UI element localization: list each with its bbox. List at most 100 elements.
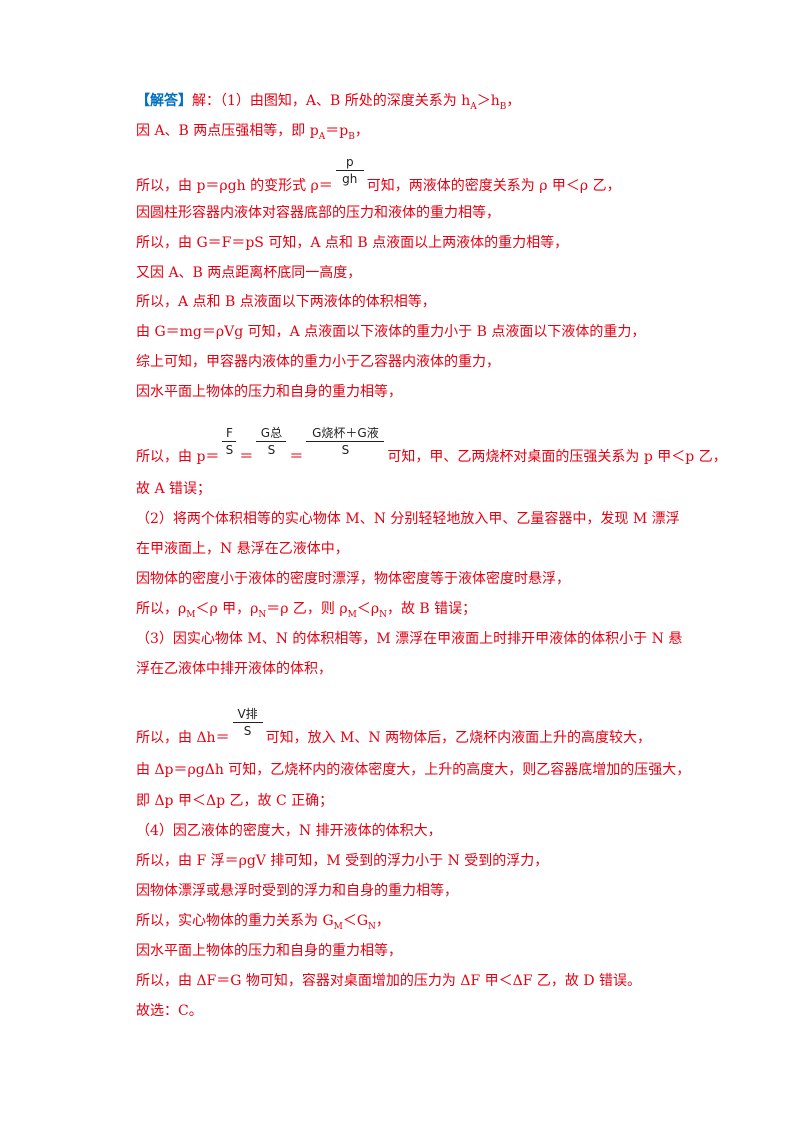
formula-fraction: V排 S: [232, 707, 263, 742]
line-text: 所以，由 ΔF＝G 物可知，容器对桌面增加的压力为 ΔF 甲＜ΔF 乙，故 D …: [136, 973, 642, 989]
line-text: 所以，由 F 浮＝ρgV 排可知，M 受到的浮力小于 N 受到的浮力，: [136, 853, 549, 869]
subscript: A: [470, 101, 477, 112]
answer-line-25: 所以，实心物体的重力关系为 GM＜GN，: [136, 913, 390, 932]
line-text: 所以，ρ: [136, 601, 187, 617]
subscript: N: [368, 921, 376, 932]
fraction-bar: [256, 441, 287, 442]
answer-line-10: 因水平面上物体的压力和自身的重力相等，: [136, 384, 402, 400]
line-text: 所以，由 G＝F＝pS 可知，A 点和 B 点液面以上两液体的重力相等，: [136, 235, 569, 251]
fraction-denominator: S: [243, 724, 252, 738]
line-text: ，: [354, 123, 369, 139]
fraction-numerator: F: [225, 426, 233, 440]
line-text: 即 Δp 甲＜Δp 乙，故 C 正确；: [136, 793, 334, 809]
line-text: ＝ρ 乙，则 ρ: [266, 601, 348, 617]
subscript: M: [186, 609, 196, 620]
line-text: 所以，A 点和 B 点液面以下两液体的体积相等，: [136, 294, 436, 310]
answer-line-8: 由 G＝mg＝ρVg 可知，A 点液面以下液体的重力小于 B 点液面以下液体的重…: [136, 324, 645, 340]
line-text: 因水平面上物体的压力和自身的重力相等，: [136, 943, 402, 959]
subscript: N: [258, 609, 267, 620]
fraction-bar: [335, 170, 364, 171]
answer-line-20: 由 Δp＝ρgΔh 可知，乙烧杯内的液体密度大，上升的高度大，则乙容器底增加的压…: [136, 762, 690, 778]
answer-line-28: 故选：C。: [136, 1003, 203, 1019]
line-text: ，: [375, 913, 390, 929]
line-text: （3）因实心物体 M、N 的体积相等，M 漂浮在甲液面上时排开甲液体的体积小于 …: [136, 631, 683, 647]
answer-line-12: 故 A 错误；: [136, 481, 211, 497]
line-text: （2）将两个体积相等的实心物体 M、N 分别轻轻地放入甲、乙量容器中，发现 M …: [136, 511, 680, 527]
line-text: 在甲液面上，N 悬浮在乙液体中，: [136, 541, 349, 557]
line-text: （4）因乙液体的密度大，N 排开液体的体积大，: [136, 823, 442, 839]
subscript: B: [499, 101, 507, 112]
line-text: 解：（1）由图知，A、B 所处的深度关系为 h: [192, 93, 471, 109]
answer-line-19: 所以，由 Δh＝ V排 S 可知，放入 M、N 两物体后，乙烧杯内液面上升的高度较大，: [136, 707, 652, 746]
subscript: N: [379, 609, 387, 620]
formula-fraction: p gh: [335, 155, 364, 190]
line-text: 因圆柱形容器内液体对容器底部的压力和液体的重力相等，: [136, 205, 500, 221]
line-text: 由 Δp＝ρgΔh 可知，乙烧杯内的液体密度大，上升的高度大，则乙容器底增加的压…: [136, 762, 691, 778]
line-text: 可知，甲、乙两烧杯对桌面的压强关系为 p 甲＜p 乙，: [387, 449, 727, 465]
answer-line-27: 所以，由 ΔF＝G 物可知，容器对桌面增加的压力为 ΔF 甲＜ΔF 乙，故 D …: [136, 973, 641, 989]
fraction-numerator: p: [345, 155, 354, 169]
formula-fraction: G烧杯＋G液 S: [306, 426, 385, 461]
line-text: 所以，由 p＝: [136, 449, 220, 465]
fraction-bar: [306, 441, 385, 442]
line-text: 由 G＝mg＝ρVg 可知，A 点液面以下液体的重力小于 B 点液面以下液体的重…: [136, 324, 646, 340]
subscript: M: [347, 609, 357, 620]
line-text: ＝: [239, 449, 254, 465]
line-text: 综上可知，甲容器内液体的重力小于乙容器内液体的重力，: [136, 354, 500, 370]
line-text: ＜G: [342, 913, 369, 929]
subscript: B: [348, 131, 355, 142]
line-text: 因物体漂浮或悬浮时受到的浮力和自身的重力相等，: [136, 883, 458, 899]
line-text: ＜ρ 甲，ρ: [195, 601, 259, 617]
fraction-numerator: G烧杯＋G液: [312, 426, 379, 440]
answer-line-13: （2）将两个体积相等的实心物体 M、N 分别轻轻地放入甲、乙量容器中，发现 M …: [136, 511, 680, 527]
answer-line-2: 因 A、B 两点压强相等，即 pA＝pB，: [136, 123, 369, 142]
answer-line-6: 又因 A、B 两点距离杯底同一高度，: [136, 265, 361, 281]
fraction-numerator: V排: [237, 707, 258, 721]
answer-line-24: 因物体漂浮或悬浮时受到的浮力和自身的重力相等，: [136, 883, 458, 899]
line-text: 故 A 错误；: [136, 481, 212, 497]
line-text: ＝p: [325, 123, 349, 139]
line-text: 可知，两液体的密度关系为 ρ 甲＜ρ 乙，: [366, 178, 621, 194]
answer-line-1: 【解答】解：（1）由图知，A、B 所处的深度关系为 hA＞hB，: [136, 93, 521, 112]
line-text: 因 A、B 两点压强相等，即 p: [136, 123, 319, 139]
fraction-bar: [232, 722, 263, 723]
line-text: ＜ρ: [356, 601, 380, 617]
answer-line-14: 在甲液面上，N 悬浮在乙液体中，: [136, 541, 349, 557]
answer-line-21: 即 Δp 甲＜Δp 乙，故 C 正确；: [136, 793, 333, 809]
line-text: ，: [506, 93, 521, 109]
answer-line-22: （4）因乙液体的密度大，N 排开液体的体积大，: [136, 823, 442, 839]
line-text: 所以，由 p＝ρgh 的变形式 ρ＝: [136, 178, 333, 194]
answer-line-17: （3）因实心物体 M、N 的体积相等，M 漂浮在甲液面上时排开甲液体的体积小于 …: [136, 631, 682, 647]
line-text: ＞h: [476, 93, 500, 109]
fraction-denominator: gh: [342, 172, 358, 186]
subscript: A: [318, 131, 326, 142]
answer-line-23: 所以，由 F 浮＝ρgV 排可知，M 受到的浮力小于 N 受到的浮力，: [136, 853, 548, 869]
answer-line-3: 所以，由 p＝ρgh 的变形式 ρ＝ p gh 可知，两液体的密度关系为 ρ 甲＜ρ …: [136, 155, 621, 194]
line-text: ，故 B 错误；: [386, 601, 477, 617]
fraction-denominator: S: [341, 443, 350, 457]
answer-line-18: 浮在乙液体中排开液体的体积，: [136, 661, 332, 677]
fraction-numerator: G总: [260, 426, 283, 440]
line-text: 所以，由 Δh＝: [136, 730, 230, 746]
line-text: 所以，实心物体的重力关系为 G: [136, 913, 334, 929]
line-text: 因水平面上物体的压力和自身的重力相等，: [136, 384, 402, 400]
formula-fraction: G总 S: [256, 426, 287, 461]
answer-line-5: 所以，由 G＝F＝pS 可知，A 点和 B 点液面以上两液体的重力相等，: [136, 235, 568, 251]
line-text: 又因 A、B 两点距离杯底同一高度，: [136, 265, 362, 281]
answer-line-9: 综上可知，甲容器内液体的重力小于乙容器内液体的重力，: [136, 354, 500, 370]
answer-line-26: 因水平面上物体的压力和自身的重力相等，: [136, 943, 402, 959]
line-text: 浮在乙液体中排开液体的体积，: [136, 661, 332, 677]
line-text: ＝: [289, 449, 304, 465]
line-text: 故选：C。: [136, 1003, 203, 1019]
subscript: M: [333, 921, 343, 932]
fraction-denominator: S: [225, 443, 234, 457]
answer-heading-label: 【解答】: [136, 93, 192, 109]
answer-line-7: 所以，A 点和 B 点液面以下两液体的体积相等，: [136, 294, 436, 310]
line-text: 因物体的密度小于液体的密度时漂浮，物体密度等于液体密度时悬浮，: [136, 571, 570, 587]
answer-line-4: 因圆柱形容器内液体对容器底部的压力和液体的重力相等，: [136, 205, 500, 221]
line-text: 可知，放入 M、N 两物体后，乙烧杯内液面上升的高度较大，: [265, 730, 652, 746]
fraction-bar: [222, 441, 237, 442]
fraction-denominator: S: [267, 443, 276, 457]
